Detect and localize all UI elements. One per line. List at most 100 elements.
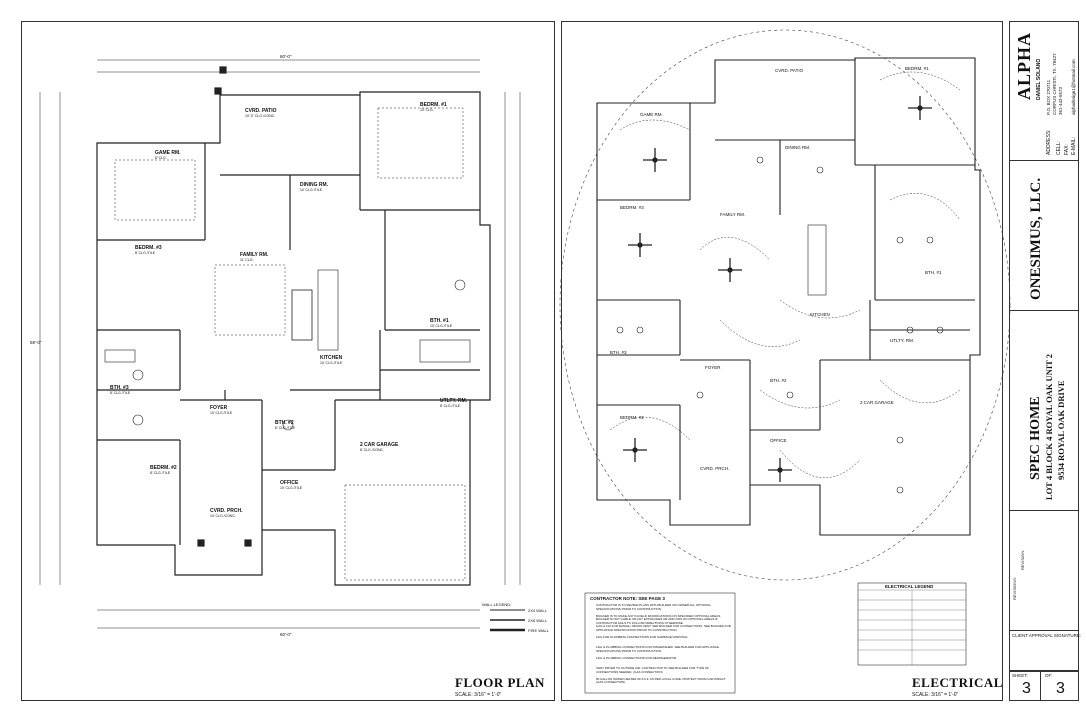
room-label: KITCHEN [320,355,343,361]
room-ceiling-note: 8' CLG./TILE [150,471,171,475]
electrical-room-label: BEDRM. #1 [905,66,929,71]
contractor-note: 50 GALLON WATER HEATER W/ A.F.F. AS PER … [596,676,727,685]
room-label: 2 CAR GARAGE [360,442,399,448]
room-label: GAME RM. [155,150,181,156]
electrical-room-label: BEDRM. #3 [620,205,644,210]
electrical-room-label: FOYER [705,365,721,370]
project-cell [1009,311,1079,511]
electrical-room-label: BEDRM. #2 [620,415,644,420]
contractor-note: 110v & PLUMBING CONNECTIONS FOR REFRIGER… [596,655,678,660]
sheet-divider [1040,671,1041,701]
room-label: BTH. #2 [275,420,294,426]
sheet-total: 3 [1056,680,1065,697]
electrical-panel [561,21,1003,701]
contractor-note: BUILDER IS TO MAKE ANY IN-FIELD MODIFICA… [596,613,722,625]
designer-name: DANIEL SOLANO [1036,58,1042,100]
wall-legend-item: 2X4 WALL [528,608,547,613]
room-ceiling-note: 8' CLG./TILE [135,251,156,255]
address-line: P.O. BOX 270711 [1046,79,1051,115]
designer-cell [1009,21,1079,161]
room-ceiling-note: 8' CLG./TILE [440,404,461,408]
electrical-room-label: CVRD. PRCH. [700,466,730,471]
dimension-overall-top: 60'-0" [280,54,292,59]
room-label: BEDRM. #1 [420,102,447,108]
wall-legend-item: FIRE WALL [528,628,549,633]
room-ceiling-note: 8' CLG./CONC. [360,448,385,452]
electrical-legend-title: ELECTRICAL LEGEND [885,584,934,589]
sheet-divider-top [1009,671,1079,672]
contractor-note: VENT DRYER TO OUTSIDE AIR. CONTRACTOR TO… [596,666,710,674]
project-lot: LOT 4 BLOCK 4 ROYAL OAK UNIT 2 [1044,353,1054,500]
room-label: CVRD. PRCH. [210,508,243,514]
title-block-panel [1009,21,1079,701]
contractor-note: 110v FOR PLUMBING CONNECTIONS FOR GARBAG… [596,634,689,639]
revision-cell [1009,511,1079,631]
room-ceiling-note: 11' CLG. [240,258,254,262]
room-label: BEDRM. #2 [150,465,177,471]
electrical-room-label: OFFICE [770,438,787,443]
electrical-room-label: BTH. #2 [770,378,787,383]
electrical-room-label: BTH. #1 [925,270,942,275]
electrical-room-label: 2 CAR GARAGE [860,400,894,405]
room-ceiling-note: 8' CLG./TILE [110,391,131,395]
electrical-room-label: FAMILY RM. [720,212,746,217]
room-label: BTH. #3 [110,385,129,391]
room-label: UTLTY. RM. [440,398,468,404]
project-street: 9534 ROYAL OAK DRIVE [1056,380,1066,480]
floor-plan-title: FLOOR PLAN [455,675,545,690]
room-label: FOYER [210,405,228,411]
address-label: ADDRESS: [1046,129,1052,155]
company-logo: ALPHA [1014,32,1034,100]
electrical-scale: SCALE: 3/16" = 1'-0" [912,692,959,698]
client-approval-label: CLIENT APPROVAL SIGNATURE: [1012,633,1082,638]
wall-legend-title: WALL LEGEND: [482,602,512,607]
revisions-label: REVISIONS: [1012,577,1017,600]
room-label: DINING RM. [300,182,329,188]
room-ceiling-note: 10' CLG./TILE [210,411,233,415]
room-ceiling-note: 10' CLG./TILE [320,361,343,365]
room-label: OFFICE [280,480,299,486]
room-ceiling-note: 8' CLG./TILE [275,426,296,430]
floor-plan-panel [21,21,555,701]
electrical-room-label: CVRD. PATIO [775,68,804,73]
sheet-number: 3 [1022,680,1031,697]
sheet-label: SHEET: [1012,673,1028,678]
electrical-room-label: KITCHEN [810,312,830,317]
electrical-room-label: UTLTY. RM. [890,338,915,343]
fax-label: FAX: [1064,144,1070,155]
room-label: BEDRM. #3 [135,245,162,251]
project-name: SPEC HOME [1028,396,1043,480]
room-ceiling-note: 8' CLG. [155,156,167,160]
room-ceiling-note: 10'-0" CLG./CONC. [245,114,276,118]
electrical-title: ELECTRICAL [912,675,1003,690]
cell-number: 361-443-5573 [1058,86,1063,115]
email-label: E-MAIL: [1071,136,1077,155]
room-label: BTH. #1 [430,318,449,324]
email-address: alphadesign1@hotmail.com [1071,59,1076,115]
approval-cell [1009,631,1079,671]
room-ceiling-note: 10' CLG./TILE [280,486,303,490]
room-ceiling-note: 10' CLG./CONC. [210,514,236,518]
room-ceiling-note: 10' CLG./TILE [430,324,453,328]
dimension-overall-left: 58'-0" [30,340,42,345]
revision-label: REVISION: [1020,549,1025,570]
of-label: OF: [1045,673,1053,678]
electrical-room-label: BTH. #3 [610,350,627,355]
contractor-note: GAS & 110 FOR RANGE / MICRO-VENT. SEE BU… [596,624,731,632]
contractor-note: 110v & PLUMBING CONNECTIONS FOR DISHWASH… [596,645,720,653]
room-ceiling-note: 10' CLG. [420,108,434,112]
electrical-room-label: DINING RM. [785,145,811,150]
client-cell [1009,161,1079,311]
floor-plan-scale: SCALE: 3/16" = 1'-0" [455,692,502,698]
contractor-note: CONTRACTOR IS TO REVIEW PLANS WITH BUILD… [596,603,711,611]
client-name: ONESIMUS, LLC. [1028,177,1044,300]
room-ceiling-note: 10' CLG./TILE [300,188,323,192]
cell-label: CELL: [1056,141,1062,155]
electrical-room-label: GAME RM. [640,112,663,117]
address-line: CORPUS CHRISTI, TX. 78427 [1052,53,1057,115]
dimension-overall-bottom: 60'-0" [280,632,292,637]
contractor-note-title: CONTRACTOR NOTE: SEE PAGE 3 [590,596,665,601]
